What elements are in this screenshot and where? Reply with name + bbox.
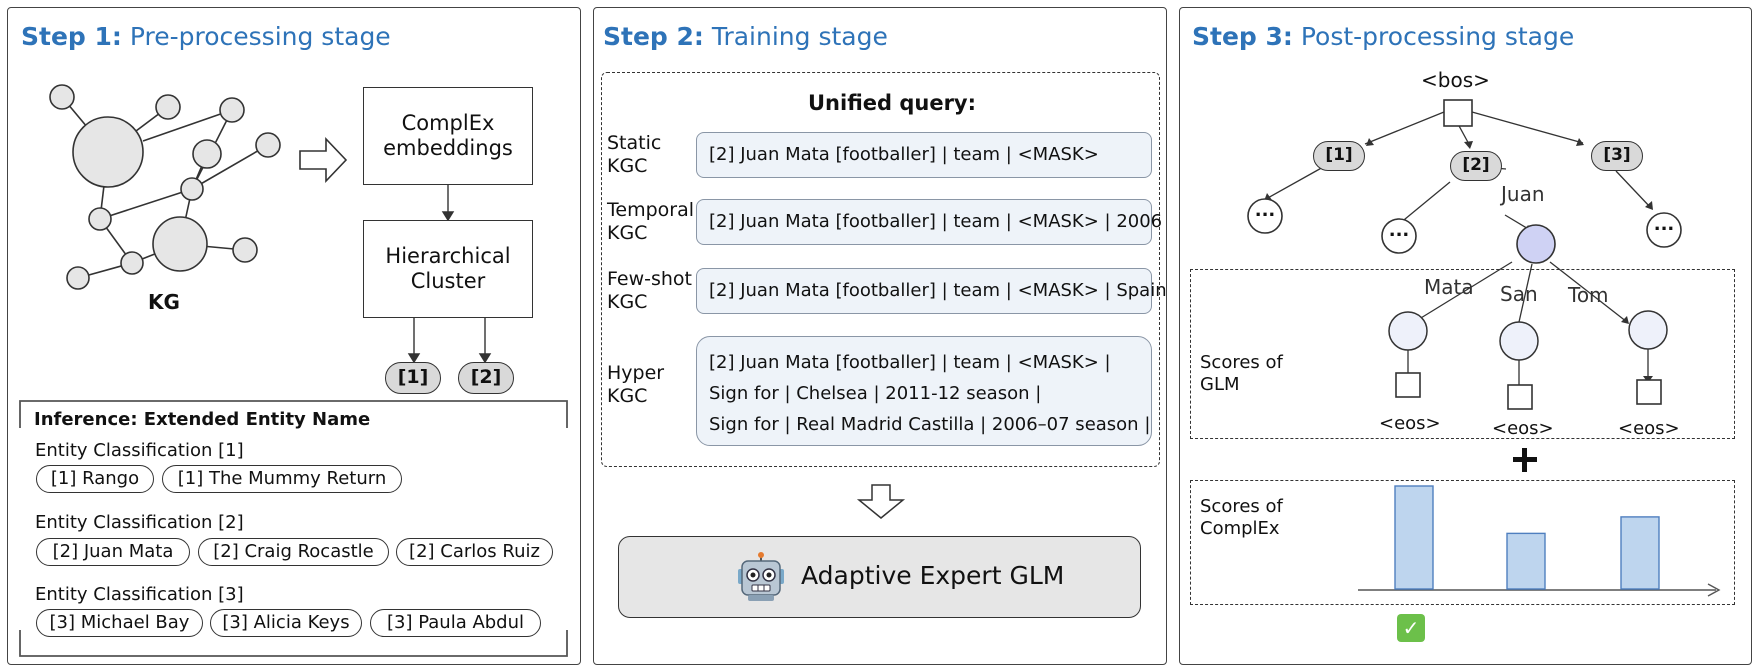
hollow-down-arrow-icon [856, 484, 906, 519]
eos-label: <eos> [1618, 418, 1680, 439]
step3-title-bold: Step 3: [1192, 22, 1293, 51]
query-type-label: Temporal KGC [607, 199, 694, 245]
hyper-line: Sign for | Real Madrid Castilla | 2006–0… [709, 414, 1151, 435]
glm-scores-box [1190, 269, 1735, 439]
query-type-label: Static KGC [607, 132, 661, 178]
unified-query-box [601, 72, 1160, 467]
robot-icon [738, 552, 784, 601]
query-type-line: KGC [607, 385, 648, 407]
query-type-line: Few-shot [607, 268, 692, 290]
query-box-temporal: [2] Juan Mata [footballer] | team | <MAS… [696, 199, 1162, 245]
tree-tag-3: [3] [1591, 141, 1643, 171]
query-box-static: [2] Juan Mata [footballer] | team | <MAS… [696, 132, 1152, 178]
complex-scores-line2: ComplEx [1200, 518, 1280, 539]
step1-title: Step 1: Pre-processing stage [21, 22, 391, 51]
complex-scores-box [1190, 480, 1735, 605]
step1-title-bold: Step 1: [21, 22, 122, 51]
group-label-1: Entity Classification [1] [35, 440, 244, 461]
bos-node [1443, 99, 1473, 127]
complex-scores-line1: Scores of [1200, 496, 1283, 517]
edge-label-tom: Tom [1568, 283, 1609, 307]
query-type-line: KGC [607, 222, 648, 244]
complex-scores-label: Scores of ComplEx [1200, 496, 1283, 540]
glm-scores-line2: GLM [1200, 374, 1240, 395]
query-box-hyper: [2] Juan Mata [footballer] | team | <MAS… [696, 336, 1152, 446]
query-box-fewshot: [2] Juan Mata [footballer] | team | <MAS… [696, 268, 1167, 314]
cluster-tag-1: [1] [385, 362, 441, 394]
complex-score-bar-san [1506, 532, 1546, 590]
complex-score-bar-mata [1394, 485, 1434, 590]
check-icon: ✅✓ [1397, 614, 1425, 642]
entity-pill: [2] Carlos Ruiz [396, 538, 553, 566]
complex-score-bar-tom [1620, 516, 1660, 590]
step3-title-rest: Post-processing stage [1292, 22, 1575, 51]
hyper-line: Sign for | Chelsea | 2011-12 season | [709, 383, 1042, 404]
query-type-line: Temporal [607, 199, 694, 221]
adaptive-expert-glm-box: Adaptive Expert GLM [618, 536, 1141, 618]
group-label-3: Entity Classification [3] [35, 584, 244, 605]
eos-label: <eos> [1492, 418, 1554, 439]
edge-label-san: San [1500, 282, 1538, 306]
tree-tag-2: [2] [1450, 151, 1502, 181]
query-type-line: KGC [607, 155, 648, 177]
unified-query-label: Unified query: [808, 91, 977, 115]
glm-scores-label: Scores of GLM [1200, 352, 1283, 396]
step1-title-rest: Pre-processing stage [121, 22, 391, 51]
entity-pill: [3] Paula Abdul [370, 609, 541, 637]
step2-title-bold: Step 2: [603, 22, 704, 51]
entity-pill: [1] The Mummy Return [162, 465, 402, 493]
ellipsis-node-label: ... [1388, 220, 1410, 241]
tree-tag-1: [1] [1313, 141, 1365, 171]
step3-title: Step 3: Post-processing stage [1192, 22, 1574, 51]
edge-label-mata: Mata [1424, 275, 1474, 299]
entity-pill: [3] Michael Bay [36, 609, 203, 637]
query-type-line: Static [607, 132, 662, 154]
query-type-line: Hyper [607, 362, 665, 384]
inference-title: Inference: Extended Entity Name [34, 409, 371, 430]
bos-label: <bos> [1421, 68, 1490, 92]
edge-label-juan: Juan [1501, 182, 1545, 206]
plus-icon [1513, 448, 1537, 472]
query-type-line: KGC [607, 291, 648, 313]
kg-label: KG [148, 290, 180, 314]
eos-label: <eos> [1379, 413, 1441, 434]
hollow-right-arrow-icon [299, 137, 348, 183]
ellipsis-node-label: ... [1254, 200, 1276, 221]
cluster-tag-2: [2] [458, 362, 514, 394]
entity-pill: [1] Rango [36, 465, 154, 493]
glm-scores-line1: Scores of [1200, 352, 1283, 373]
query-type-label: Few-shot KGC [607, 268, 692, 314]
group-label-2: Entity Classification [2] [35, 512, 244, 533]
complex-embeddings-box: ComplEx embeddings [363, 87, 533, 185]
step2-title: Step 2: Training stage [603, 22, 888, 51]
step2-title-rest: Training stage [703, 22, 888, 51]
ellipsis-node-label: ... [1653, 214, 1675, 235]
adaptive-expert-glm-label: Adaptive Expert GLM [801, 561, 1065, 590]
chart-x-axis-arrow-icon [1707, 583, 1721, 597]
entity-pill: [3] Alicia Keys [210, 609, 362, 637]
entity-pill: [2] Juan Mata [36, 538, 190, 566]
hyper-line: [2] Juan Mata [footballer] | team | <MAS… [709, 352, 1111, 373]
entity-pill: [2] Craig Rocastle [198, 538, 389, 566]
juan-node [1516, 224, 1556, 264]
hierarchical-cluster-box: Hierarchical Cluster [363, 220, 533, 318]
query-type-label: Hyper KGC [607, 362, 664, 408]
